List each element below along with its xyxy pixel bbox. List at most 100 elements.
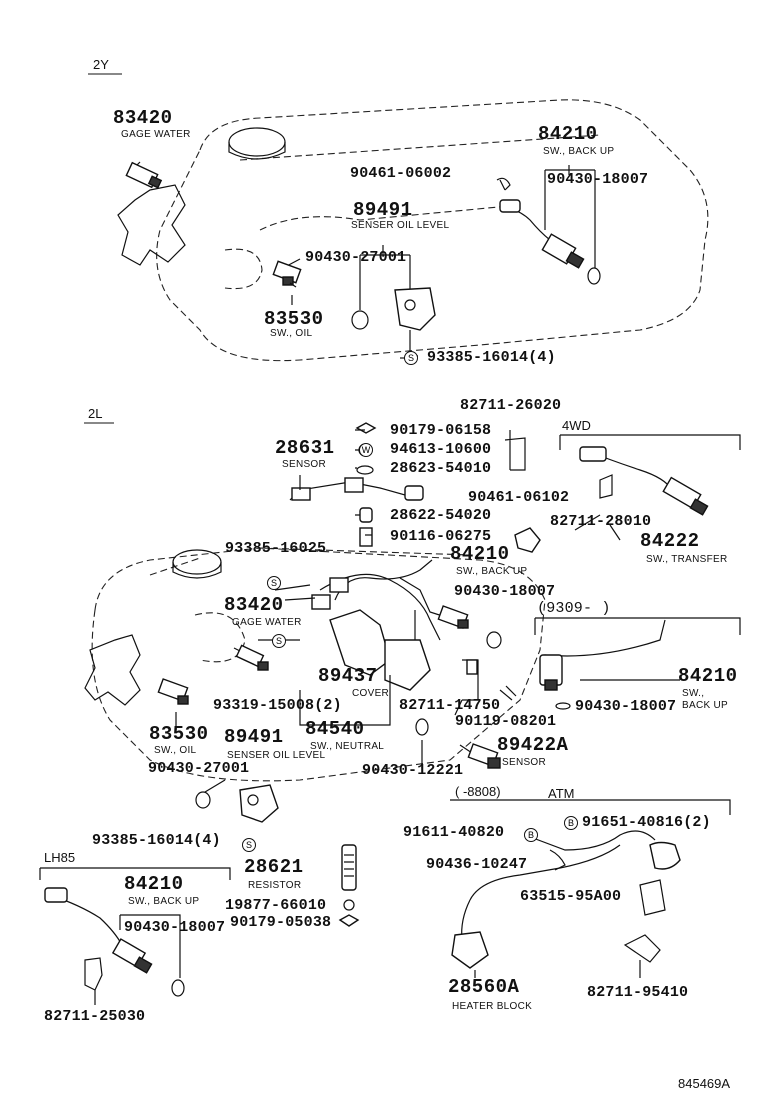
- section-lh85-label: LH85: [44, 850, 76, 865]
- s-marker-icon: S: [267, 576, 281, 590]
- part-number-93385-16014: 93385-16014(4): [427, 349, 556, 366]
- part-desc-84210: SW., BACK UP: [543, 146, 615, 157]
- date-range-9309: (9309- ): [537, 600, 611, 617]
- section-atm-label: ATM: [548, 786, 575, 801]
- part-number-82711-14750: 82711-14750: [399, 697, 501, 714]
- part-desc-89437: COVER: [352, 688, 390, 699]
- part-number-93319-15008: 93319-15008(2): [213, 697, 342, 714]
- part-number-19877-66010: 19877-66010: [225, 897, 327, 914]
- part-84222: [559, 434, 741, 516]
- b-marker-icon: B: [524, 828, 538, 842]
- part-number-90179-05038: 90179-05038: [230, 914, 332, 931]
- part-number-90119-08201: 90119-08201: [455, 713, 557, 730]
- part-number-90461-06102: 90461-06102: [468, 489, 570, 506]
- part-desc-83530: SW., OIL: [270, 328, 313, 339]
- s-marker-icon: S: [404, 351, 418, 365]
- part-number-82711-28010: 82711-28010: [550, 513, 652, 530]
- part-82711-14750: [454, 659, 517, 716]
- part-number-83420: 83420: [113, 107, 173, 129]
- part-number-28621: 28621: [244, 856, 304, 878]
- section-2l-label: 2L: [88, 406, 103, 421]
- part-28621: [338, 844, 360, 927]
- part-number-84210: 84210: [538, 123, 598, 145]
- part-number-84210-c: 84210: [124, 873, 184, 895]
- engine-2l-outline: [84, 547, 546, 782]
- part-89422: [415, 718, 501, 769]
- main-harness: [299, 559, 502, 726]
- part-83530-top: [272, 258, 302, 305]
- section-4wd-label: 4WD: [562, 418, 591, 433]
- part-desc-89422a: SENSOR: [502, 757, 547, 768]
- part-number-83530-b: 83530: [149, 723, 209, 745]
- part-desc-84210-c: SW., BACK UP: [128, 896, 200, 907]
- part-number-90179-06158: 90179-06158: [390, 422, 492, 439]
- part-83420-bottom: [233, 644, 269, 671]
- part-desc-89491-b: SENSER OIL LEVEL: [227, 750, 326, 761]
- part-89491-bottom: [195, 779, 279, 823]
- part-83530-bottom: [157, 678, 189, 730]
- part-number-84210-b: 84210: [678, 665, 738, 687]
- s-marker-icon: S: [272, 634, 286, 648]
- part-number-28622-54020: 28622-54020: [390, 507, 492, 524]
- part-89491-top: [351, 245, 436, 357]
- part-desc-84210-b: SW., BACK UP: [682, 688, 729, 711]
- part-number-93385-16014-b: 93385-16014(4): [92, 832, 221, 849]
- w-marker-icon: W: [359, 443, 373, 457]
- date-range-8808: ( -8808): [455, 784, 501, 799]
- part-desc-84540: SW., NEUTRAL: [310, 741, 385, 752]
- part-desc-83530-b: SW., OIL: [154, 745, 197, 756]
- part-84210-lh85: [39, 867, 231, 1005]
- part-number-90430-27001: 90430-27001: [305, 249, 407, 266]
- part-number-91611-40820: 91611-40820: [403, 824, 505, 841]
- part-number-90430-27001-b: 90430-27001: [148, 760, 250, 777]
- part-desc-83420-b: GAGE WATER: [232, 617, 302, 628]
- part-number-82711-26020: 82711-26020: [460, 397, 562, 414]
- part-number-83530: 83530: [264, 308, 324, 330]
- part-number-84540: 84540: [305, 718, 365, 740]
- part-number-28631: 28631: [275, 437, 335, 459]
- part-number-94613-10600: 94613-10600: [390, 441, 492, 458]
- part-desc-28621: RESISTOR: [248, 880, 302, 891]
- part-number-90430-18007-c: 90430-18007: [124, 919, 226, 936]
- part-number-90430-12221: 90430-12221: [362, 762, 464, 779]
- b-marker-icon: B: [564, 816, 578, 830]
- part-84210-top: [496, 165, 601, 285]
- part-number-83420-b: 83420: [224, 594, 284, 616]
- part-number-93385-16025: 93385-16025: [225, 540, 327, 557]
- part-28631: [289, 475, 424, 501]
- part-number-63515-95a00: 63515-95A00: [520, 888, 622, 905]
- s-marker-icon: S: [242, 838, 256, 852]
- part-number-28623-54010: 28623-54010: [390, 460, 492, 477]
- underline-2y: [88, 73, 122, 75]
- part-number-90461: 90461-06002: [350, 165, 452, 182]
- part-84210-right: [534, 617, 741, 710]
- underline-2l: [84, 422, 114, 424]
- part-number-82711-95410: 82711-95410: [587, 984, 689, 1001]
- part-number-89491: 89491: [353, 199, 413, 221]
- section-2y-label: 2Y: [93, 57, 109, 72]
- part-number-89437: 89437: [318, 665, 378, 687]
- part-28560-assembly: [450, 799, 731, 978]
- part-number-90116-06275: 90116-06275: [390, 528, 492, 545]
- part-number-89422a: 89422A: [497, 734, 569, 756]
- part-desc-83420: GAGE WATER: [121, 129, 191, 140]
- part-90461-bottom: [514, 527, 541, 553]
- part-desc-84210-a: SW., BACK UP: [456, 566, 528, 577]
- part-number-90436-10247: 90436-10247: [426, 856, 528, 873]
- part-number-84210-a: 84210: [450, 543, 510, 565]
- diagram-code: 845469A: [678, 1076, 731, 1091]
- part-number-82711-25030: 82711-25030: [44, 1008, 146, 1025]
- part-number-90430-18007-a: 90430-18007: [454, 583, 556, 600]
- part-desc-84222: SW., TRANSFER: [646, 554, 728, 565]
- part-number-28560a: 28560A: [448, 976, 520, 998]
- part-desc-89491: SENSER OIL LEVEL: [351, 220, 450, 231]
- part-number-91651-40816: 91651-40816(2): [582, 814, 711, 831]
- part-number-90430-18007-b: 90430-18007: [575, 698, 677, 715]
- engine-2y-outline: [117, 99, 709, 362]
- part-number-90430-18007: 90430-18007: [547, 171, 649, 188]
- part-desc-28560a: HEATER BLOCK: [452, 1001, 533, 1012]
- part-83420-top: [125, 161, 163, 189]
- part-desc-28631: SENSOR: [282, 459, 327, 470]
